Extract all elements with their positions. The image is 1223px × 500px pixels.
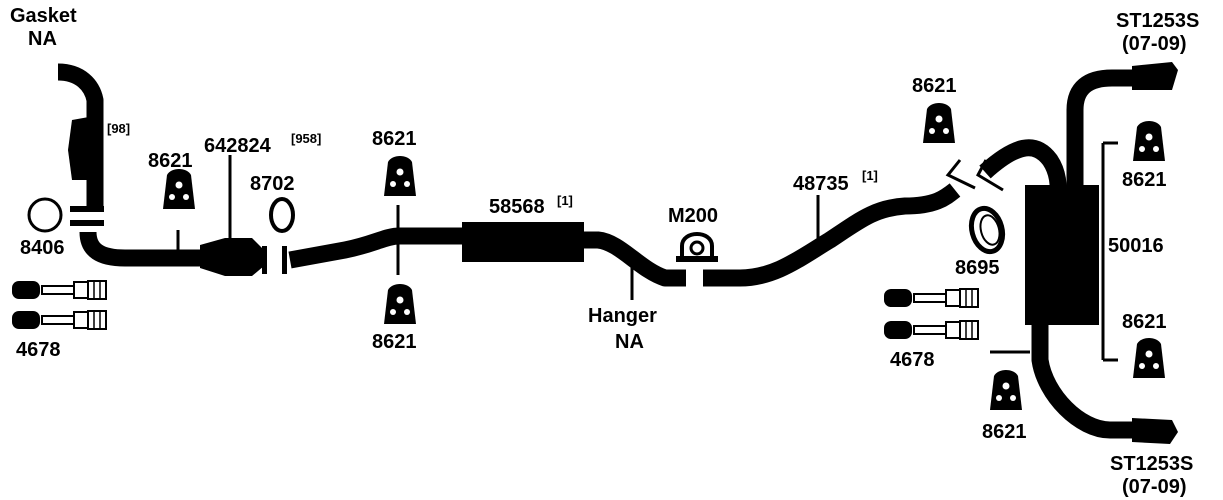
label-8621-g: 8621 (982, 421, 1027, 443)
bolt-4678-icon (12, 280, 107, 300)
label-st1253s-bottom: ST1253S (1110, 453, 1193, 475)
label-st1253s-top: ST1253S (1116, 10, 1199, 32)
muffler (990, 141, 1118, 362)
label-07-09-bottom: (07-09) (1122, 476, 1186, 498)
label-8621-c: 8621 (372, 331, 417, 353)
label-8621-b: 8621 (372, 128, 417, 150)
label-50016: 50016 (1108, 235, 1164, 257)
label-8695: 8695 (955, 257, 1000, 279)
label-4678-right: 4678 (890, 349, 935, 371)
label-m200: M200 (668, 205, 718, 227)
label-4678-left: 4678 (16, 339, 61, 361)
label-07-09-top: (07-09) (1122, 33, 1186, 55)
label-642824: 642824 (204, 135, 272, 157)
label-gasket-na: NA (28, 28, 57, 50)
label-gasket: Gasket (10, 5, 77, 27)
hanger-8621-icon (384, 284, 416, 324)
upper-tailpipe (1066, 62, 1178, 188)
label-58568: 58568 (489, 196, 545, 218)
label-hanger: Hanger (588, 305, 657, 327)
label-8621-e: 8621 (1122, 169, 1167, 191)
label-ref-98: [98] (107, 121, 130, 136)
label-48735: 48735 (793, 173, 849, 195)
hanger-8621-icon (990, 370, 1022, 410)
front-pipe (57, 63, 205, 267)
hanger-8621-icon (384, 156, 416, 196)
label-ref-1-a: [1] (557, 193, 573, 208)
label-ref-958: [958] (291, 131, 321, 146)
label-8621-a: 8621 (148, 150, 193, 172)
label-8702: 8702 (250, 173, 295, 195)
clamp-m200-icon (676, 232, 718, 262)
bolt-4678-icon (884, 320, 979, 340)
bolt-4678-icon (12, 310, 107, 330)
hanger-8621-icon (1133, 338, 1165, 378)
ring-8406-icon (27, 197, 63, 233)
hanger-8621-icon (1133, 121, 1165, 161)
catalytic-converter (176, 155, 287, 276)
label-ref-1-b: [1] (862, 168, 878, 183)
lower-tailpipe (1031, 325, 1178, 444)
intermediate-pipe (288, 205, 686, 300)
rear-pipe (703, 139, 1067, 287)
label-8621-f: 8621 (1122, 311, 1167, 333)
label-8621-d: 8621 (912, 75, 957, 97)
hanger-8621-icon (923, 103, 955, 143)
label-8406: 8406 (20, 237, 65, 259)
bolt-4678-icon (884, 288, 979, 308)
hanger-8621-icon (163, 169, 195, 209)
ring-8702-icon (269, 197, 295, 233)
gasket-8695-icon (968, 205, 1006, 255)
label-hanger-na: NA (615, 331, 644, 353)
